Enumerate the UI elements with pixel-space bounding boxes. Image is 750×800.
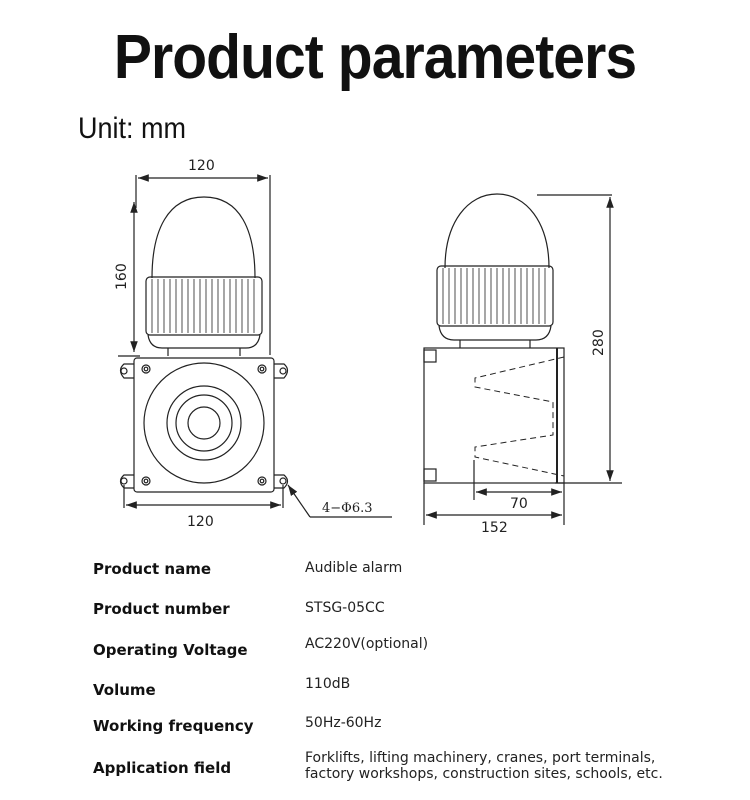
param-label: Product name <box>93 560 212 578</box>
side-view: 280 70 152 <box>423 193 622 536</box>
front-view: 120 160 <box>114 158 392 530</box>
side-depth-dim: 152 <box>481 520 508 536</box>
front-height-dim: 160 <box>114 263 130 290</box>
param-label: Volume <box>93 681 156 699</box>
dimension-drawing: 120 160 <box>114 158 622 536</box>
horn-depth-dim: 70 <box>510 496 528 512</box>
param-value: 110dB <box>305 676 351 692</box>
param-value: Forklifts, lifting machinery, cranes, po… <box>305 750 656 766</box>
mount-holes-label: 4−Φ6.3 <box>322 501 373 516</box>
param-value: 50Hz-60Hz <box>305 715 382 731</box>
page-title: Product parameters <box>113 23 637 92</box>
unit-label: Unit: mm <box>78 112 186 145</box>
front-width-bottom-dim: 120 <box>187 514 214 530</box>
param-value: Audible alarm <box>305 560 403 576</box>
param-label: Working frequency <box>93 717 254 735</box>
front-width-top-dim: 120 <box>188 158 215 174</box>
param-label: Application field <box>93 759 232 777</box>
param-value: STSG-05CC <box>305 600 385 616</box>
param-value-line2: factory workshops, construction sites, s… <box>305 766 663 782</box>
side-height-dim: 280 <box>591 329 607 356</box>
param-label: Operating Voltage <box>93 641 248 659</box>
param-label: Product number <box>93 600 230 618</box>
param-value: AC220V(optional) <box>305 636 429 652</box>
